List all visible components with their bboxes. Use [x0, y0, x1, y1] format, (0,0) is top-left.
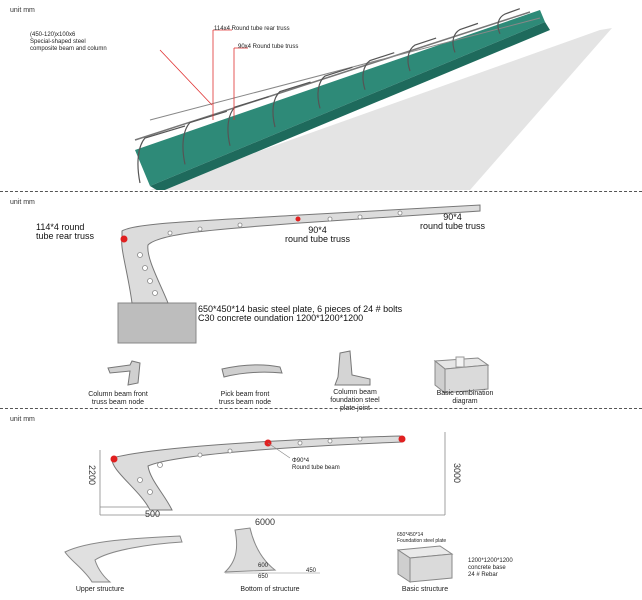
concrete-line-2: concrete base: [468, 565, 506, 571]
middle-panel: unit mm 114*4 round tube rear truss 90*4…: [0, 193, 642, 412]
column-6: [362, 52, 395, 90]
rear-truss-callout-line-1: 114*4 round: [36, 222, 85, 232]
roof-edge: [150, 22, 550, 190]
part-caption-1: Column beam front truss beam node: [78, 391, 158, 407]
column-3: [227, 96, 269, 146]
beam-label-line-2: Round tube beam: [292, 465, 340, 471]
joint-rear: [120, 235, 128, 243]
round-truss-label: 90x4 Round tube truss: [238, 44, 299, 50]
part-3-caption-line-1: Column beam: [333, 389, 377, 396]
divider-1: [0, 191, 642, 192]
dim-2200: 2200: [87, 464, 98, 486]
roof-panel: [135, 10, 545, 186]
mid-truss-callout: 90*4 round tube truss: [285, 226, 350, 244]
side-elevation-drawing: [117, 204, 481, 344]
base-spec-label: 650*450*14 basic steel plate, 6 pieces o…: [198, 305, 402, 323]
part-caption-4: Basic combination diagram: [425, 390, 505, 406]
mid-truss-callout-line-1: 90*4: [308, 225, 327, 235]
dimension-drawing: [64, 432, 454, 583]
joint-mid: [295, 216, 301, 222]
upper-structure-detail: [64, 535, 183, 583]
right-truss-callout: 90*4 round tube truss: [420, 213, 485, 231]
beam-spec-line-3: composite beam and column: [30, 46, 107, 52]
column-7: [407, 37, 437, 72]
parts-icons: [107, 350, 490, 395]
beam-label-line-1: Φ90*4: [292, 458, 310, 464]
base-plate-line-1: 650*450*14: [397, 532, 424, 538]
unit-label-bottom: unit mm: [10, 416, 35, 423]
rear-truss-callout-line-2: tube rear truss: [36, 231, 95, 241]
ground-shadow: [150, 28, 612, 190]
column-group: [137, 8, 521, 184]
base-dim-600: 600: [258, 563, 269, 569]
bottom-structure-detail: [223, 527, 277, 573]
caption-bottom-structure: Bottom of structure: [240, 586, 300, 593]
part-basic-combination: [433, 356, 490, 395]
base-spec-line-2: C30 concrete oundation 1200*1200*1200: [198, 313, 364, 323]
beam-label: Φ90*4 Round tube beam: [292, 458, 340, 472]
column-5: [317, 66, 353, 109]
upper-frame: [111, 435, 403, 511]
base-concrete-label: 1200*1200*1200 concrete base 24 # Rebar: [468, 558, 513, 579]
base-plate-label: 650*450*14 Foundation steel plate: [397, 532, 446, 544]
column-8: [452, 22, 479, 53]
part-foundation-joint: [334, 350, 371, 386]
base-dim-650: 650: [258, 574, 269, 580]
base-spec-line-1: 650*450*14 basic steel plate, 6 pieces o…: [198, 304, 403, 314]
caption-upper-structure: Upper structure: [75, 586, 125, 593]
right-truss-callout-line-1: 90*4: [443, 212, 462, 222]
beam-spec-line-2: Special-shaped steel: [30, 39, 86, 45]
carport-perspective-drawing: [134, 8, 612, 190]
concrete-line-1: 1200*1200*1200: [468, 558, 513, 564]
joint-right: [398, 435, 406, 443]
beam-label-leader: [267, 442, 291, 459]
beam-spec-label: (450-120)x100x6 Special-shaped steel com…: [30, 32, 107, 53]
part-4-caption-line-2: diagram: [452, 398, 478, 405]
part-column-beam-node: [107, 360, 141, 386]
right-truss-callout-line-2: round tube truss: [420, 221, 486, 231]
column-4: [272, 81, 311, 128]
unit-label-middle: unit mm: [10, 199, 35, 206]
caption-basic-structure: Basic structure: [401, 586, 449, 593]
mid-truss-callout-line-2: round tube truss: [285, 234, 351, 244]
column-holes: [137, 210, 403, 296]
base-plate-line-2: Foundation steel plate: [397, 538, 447, 544]
top-panel: unit mm (450-120)x100x6 Special-shaped s…: [0, 0, 642, 190]
column-9: [497, 8, 521, 35]
part-3-caption-line-2: foundation steel: [330, 397, 380, 404]
dim-6000: 6000: [255, 517, 276, 527]
unit-label-top: unit mm: [10, 7, 35, 14]
rear-truss-label: 114x4 Round tube rear truss: [214, 26, 290, 32]
basic-structure-detail: [396, 545, 454, 583]
column-2: [182, 110, 228, 165]
beam-spec-line-1: (450-120)x100x6: [30, 32, 76, 38]
concrete-line-3: 24 # Rebar: [468, 572, 498, 578]
part-1-caption-line-1: Column beam front: [88, 391, 148, 398]
base-dim-450: 450: [306, 568, 317, 574]
part-caption-2: Pick beam front truss beam node: [205, 391, 285, 407]
frame-holes: [137, 436, 363, 495]
part-2-caption-line-1: Pick beam front: [220, 391, 270, 398]
part-2-caption-line-2: truss beam node: [218, 399, 272, 406]
front-truss-line: [149, 17, 541, 121]
part-1-caption-line-2: truss beam node: [91, 399, 145, 406]
dim-500: 500: [145, 509, 161, 519]
divider-2: [0, 408, 642, 409]
column-1: [137, 125, 186, 184]
joint-left: [110, 455, 118, 463]
part-pick-beam-node: [221, 364, 283, 378]
rear-truss-callout: 114*4 round tube rear truss: [36, 223, 94, 241]
dim-3000: 3000: [452, 462, 463, 484]
bottom-panel: unit mm 2200 3000 500 6000 Φ90*: [0, 410, 642, 600]
leader-line-beam: [159, 49, 213, 106]
part-4-caption-line-1: Basic combination: [436, 390, 494, 397]
